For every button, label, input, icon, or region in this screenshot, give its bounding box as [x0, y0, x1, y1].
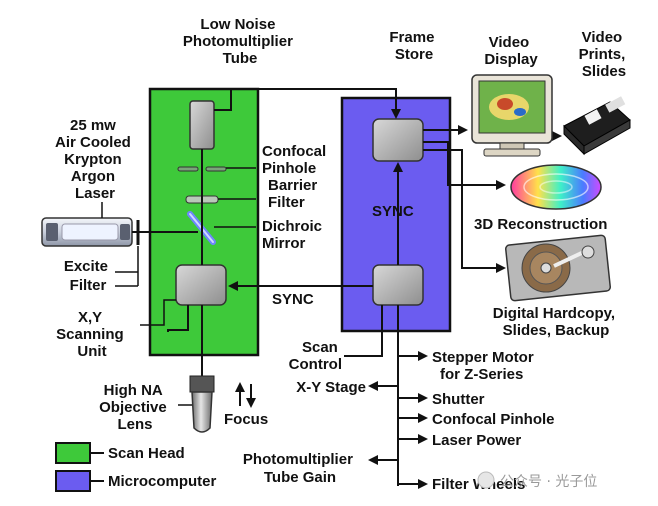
- scan-control-label: Scan Control: [289, 339, 342, 373]
- legend: Scan Head Microcomputer: [55, 442, 217, 492]
- watermark: 公众号 · 光子位: [477, 471, 597, 490]
- xy-stage-label: X-Y Stage: [296, 379, 366, 396]
- frame-store-box: [372, 118, 424, 162]
- confocal-pinhole-output-label: Confocal Pinhole: [432, 411, 555, 428]
- hard-drive-image: [504, 234, 612, 302]
- video-prints-label: Video Prints, Slides: [579, 29, 630, 80]
- dichroic-mirror-label: Dichroic Mirror: [262, 218, 326, 252]
- video-cassette: [563, 96, 631, 156]
- stepper-motor-label: Stepper Motor for Z-Series: [432, 349, 538, 383]
- photomultiplier-label: Low Noise Photomultiplier Tube: [183, 16, 297, 67]
- focus-label: Focus: [224, 411, 268, 428]
- scan-sync-box: [372, 264, 424, 306]
- scanning-unit: [175, 264, 227, 306]
- barrier-filter-label: Barrier Filter: [268, 177, 321, 211]
- laser-unit: [41, 217, 133, 247]
- laser-power-label: Laser Power: [432, 432, 521, 449]
- sync-bottom-label: SYNC: [272, 291, 314, 308]
- video-display-label: Video Display: [484, 34, 538, 68]
- photomultiplier-tube: [189, 100, 215, 150]
- filter-wheels-label: Filter Wheels: [432, 476, 525, 493]
- objective-lens: [189, 375, 215, 433]
- confocal-pinhole-left: [177, 166, 199, 172]
- 3d-reconstruction-label: 3D Reconstruction: [474, 216, 607, 233]
- scanning-unit-label: X,Y Scanning Unit: [56, 309, 128, 360]
- objective-lens-label: High NA Objective Lens: [99, 382, 171, 433]
- hardcopy-label: Digital Hardcopy, Slides, Backup: [493, 305, 619, 339]
- legend-swatch-microcomputer: [55, 470, 91, 492]
- laser-label: 25 mw Air Cooled Krypton Argon Laser: [55, 117, 135, 202]
- legend-swatch-scan-head: [55, 442, 91, 464]
- 3d-reconstruction-image: [510, 164, 602, 210]
- video-display-monitor: [471, 74, 553, 157]
- pmt-gain-label: Photomultiplier Tube Gain: [243, 451, 357, 486]
- excite-filter-label: Excite Filter: [64, 258, 112, 294]
- watermark-text: 公众号 · 光子位: [500, 474, 597, 490]
- legend-label-scan-head: Scan Head: [108, 445, 185, 462]
- confocal-pinhole-label: Confocal Pinhole: [262, 143, 330, 177]
- legend-label-microcomputer: Microcomputer: [108, 473, 217, 490]
- sync-top-label: SYNC: [372, 203, 414, 220]
- frame-store-label: Frame Store: [389, 29, 438, 63]
- confocal-pinhole-right: [205, 166, 227, 172]
- shutter-label: Shutter: [432, 391, 485, 408]
